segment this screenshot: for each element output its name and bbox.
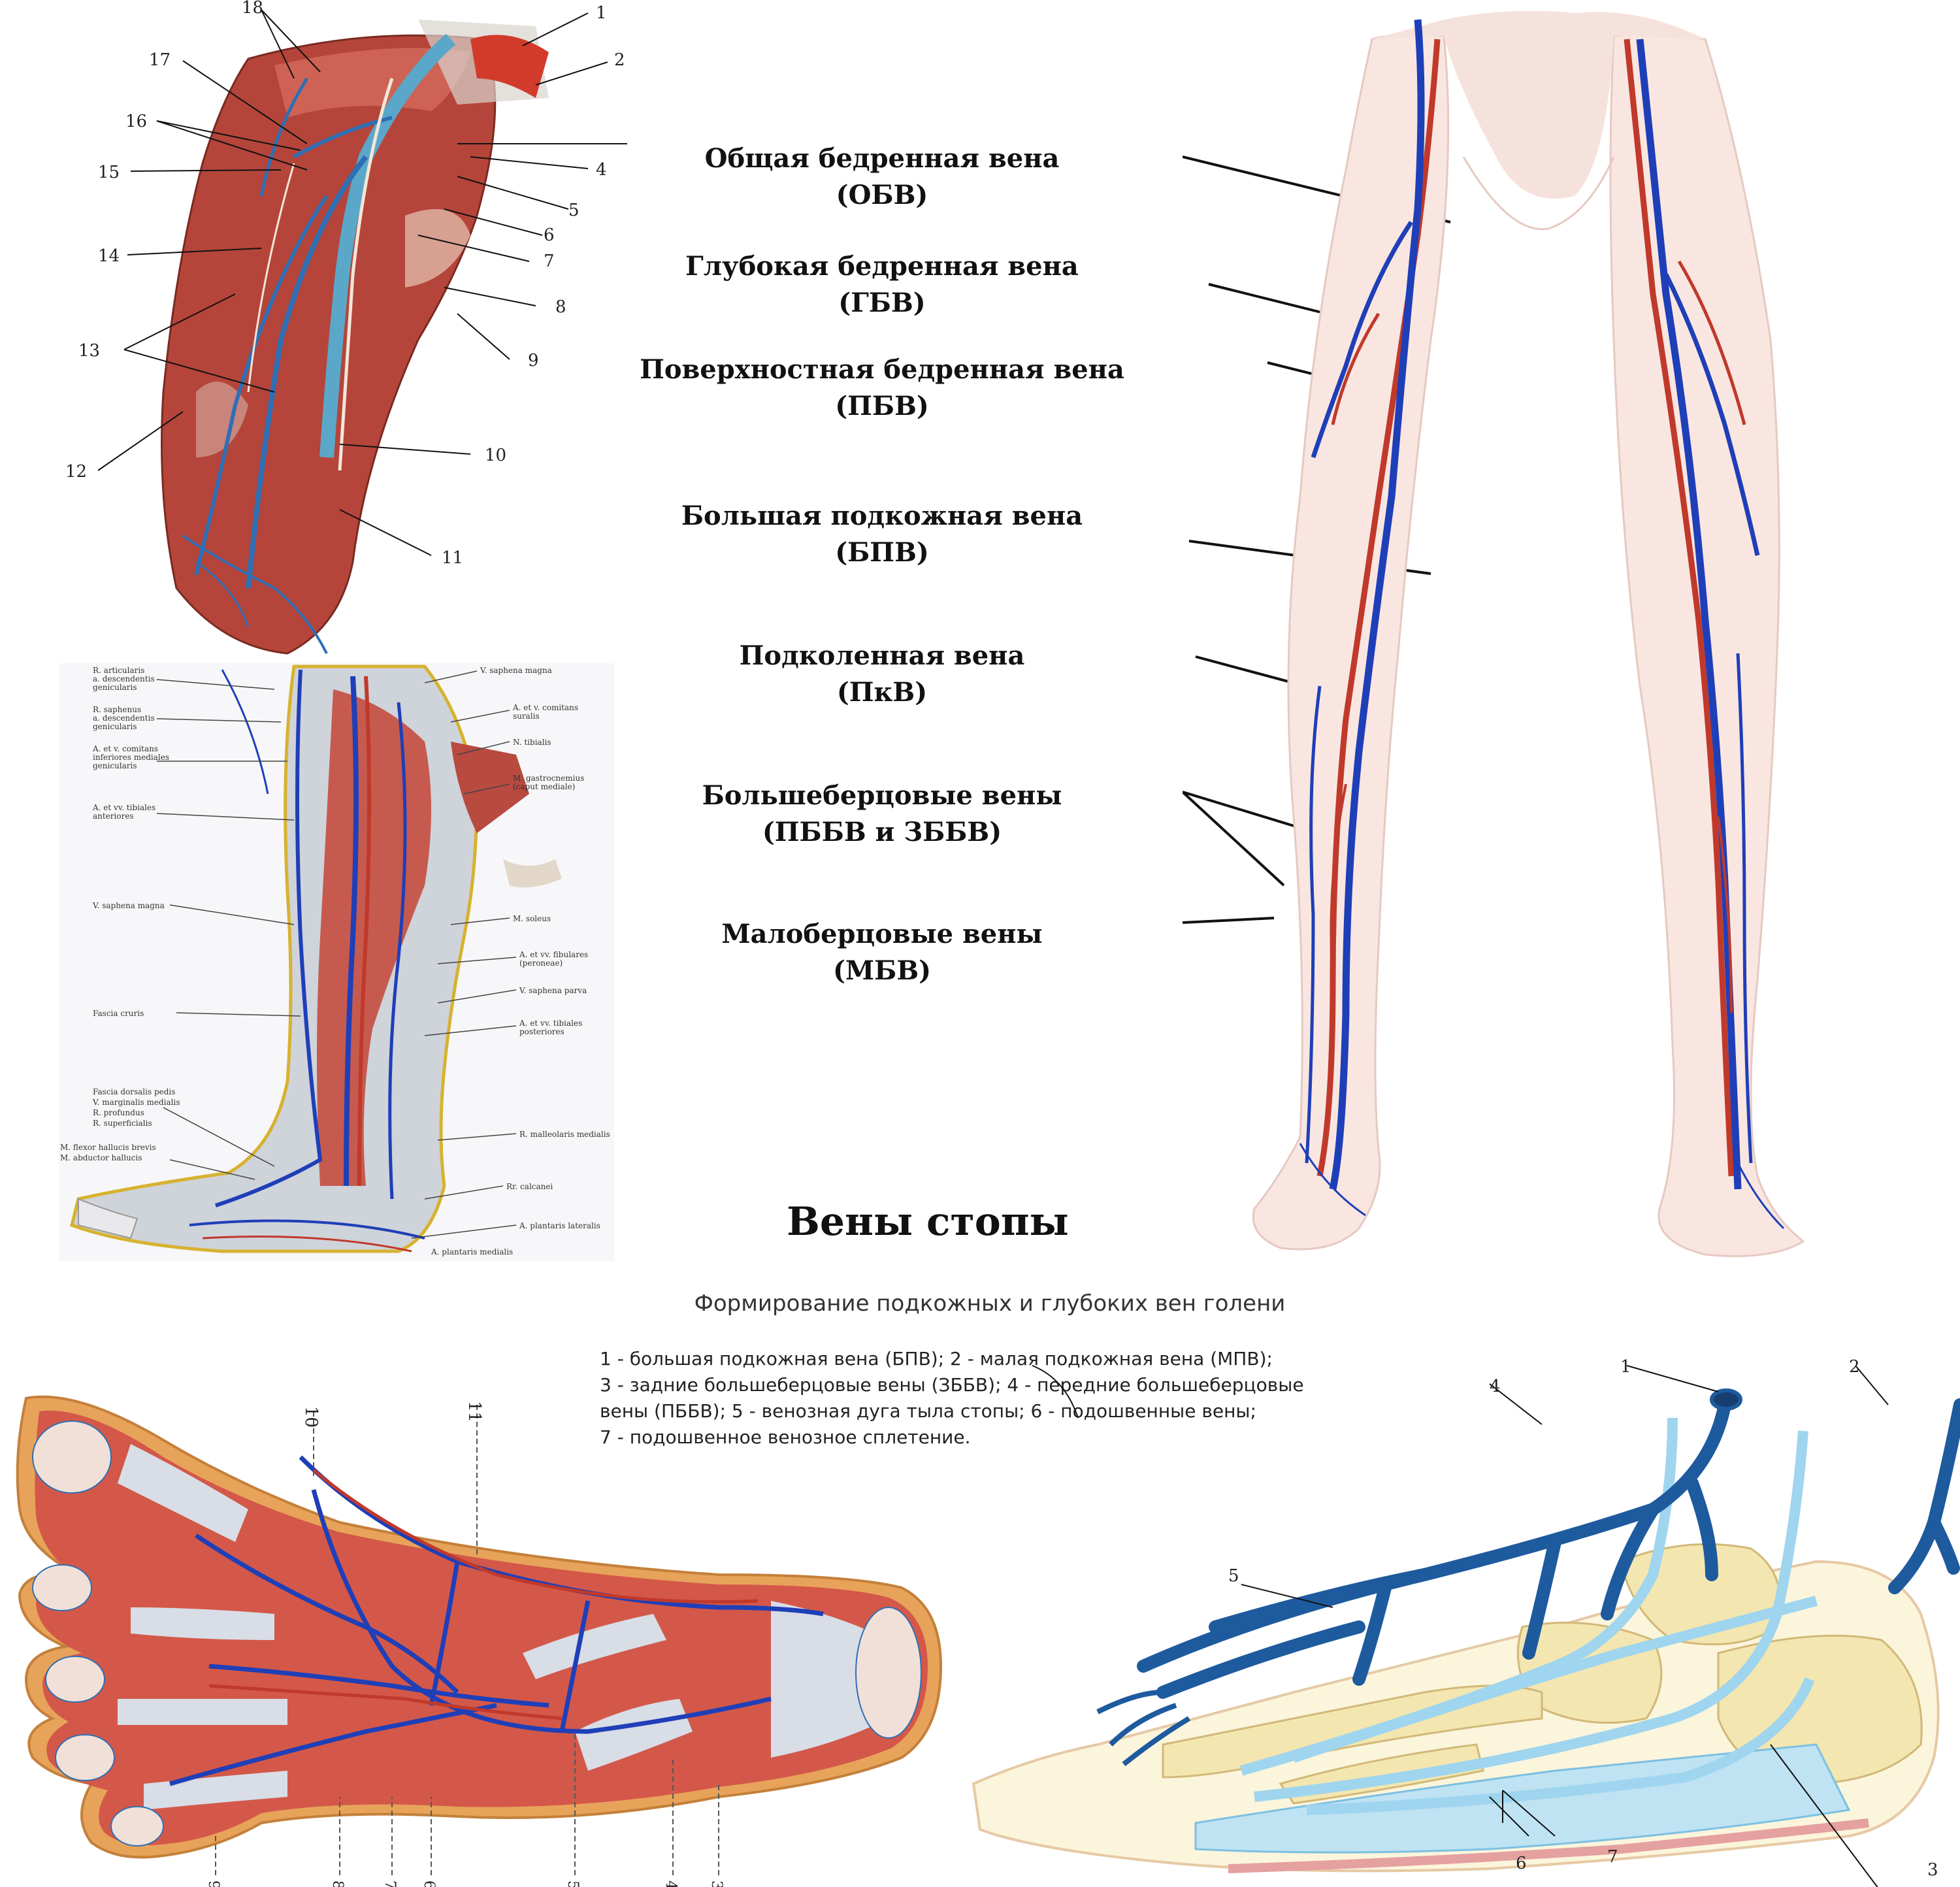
label-tibial-veins: Большеберцовые вены(ПББВ и ЗББВ) [702,780,1062,847]
superficial-veins-light [1239,1417,1818,1815]
svg-text:A. et v. comitans: A. et v. comitans [92,744,158,753]
svg-text:N. tibialis: N. tibialis [513,738,551,747]
thigh-num-2: 2 [614,50,625,70]
legend-line: вены (ПББВ); 5 - венозная дуга тыла стоп… [600,1400,1256,1422]
label-peroneal-veins: Малоберцовые вены(МБВ) [721,919,1043,986]
thigh-anatomy-figure: 1 2 3 4 5 6 7 8 9 10 11 12 13 14 15 16 1… [65,0,627,655]
svg-text:M. flexor hallucis brevis: M. flexor hallucis brevis [60,1143,156,1152]
thigh-num-10: 10 [485,446,506,465]
foot-schematic-numbers: 1 2 3 4 5 6 7 [1228,1357,1938,1880]
thigh-num-8: 8 [555,297,566,317]
thigh-num-4: 4 [596,160,607,180]
leg-labels-right: V. saphena magna A. et v. comitans sural… [431,666,610,1256]
lower-leg-anatomy-figure: R. articularis a. descendentis genicular… [59,663,614,1261]
foot-sole-numbers: 10 11 9 8 7 6 5 4 3 [205,1401,725,1887]
svg-text:6: 6 [421,1880,437,1887]
svg-text:3: 3 [708,1880,725,1887]
svg-text:Fascia cruris: Fascia cruris [93,1009,144,1018]
svg-text:5: 5 [564,1880,581,1887]
thigh-num-17: 17 [149,50,171,70]
label-great-saphenous-vein: Большая подкожная вена(БПВ) [681,500,1083,568]
numbered-legend: 1 - большая подкожная вена (БПВ); 2 - ма… [600,1346,1358,1451]
thigh-num-15: 15 [98,163,120,182]
svg-text:1: 1 [1620,1357,1631,1377]
svg-text:9: 9 [205,1880,221,1887]
svg-text:Rr. calcanei: Rr. calcanei [506,1182,553,1191]
svg-text:4: 4 [1490,1377,1501,1396]
svg-text:genicularis: genicularis [93,722,137,731]
svg-text:R. articularis: R. articularis [93,666,144,675]
right-artery [1624,39,1735,1177]
svg-text:3: 3 [1927,1860,1938,1880]
legend-line: 1 - большая подкожная вена (БПВ); 2 - ма… [600,1348,1273,1370]
svg-text:(caput mediale): (caput mediale) [513,782,575,791]
svg-text:A. et vv. tibiales: A. et vv. tibiales [519,1019,582,1028]
svg-text:R. superficialis: R. superficialis [93,1119,152,1128]
svg-text:inferiores mediales: inferiores mediales [93,753,169,762]
thigh-num-14: 14 [98,246,120,266]
svg-text:2: 2 [1849,1357,1860,1377]
thigh-num-11: 11 [442,548,463,568]
thigh-num-5: 5 [568,201,580,220]
label-popliteal-vein: Подколенная вена(ПкВ) [739,640,1025,708]
thigh-num-12: 12 [65,462,87,482]
thigh-num-18: 18 [242,0,263,18]
thigh-num-13: 13 [78,341,100,361]
thigh-num-16: 16 [125,112,147,131]
svg-text:A. plantaris medialis: A. plantaris medialis [431,1247,513,1256]
thigh-num-7: 7 [544,252,555,271]
svg-text:6: 6 [1516,1854,1527,1873]
svg-text:V. saphena parva: V. saphena parva [519,986,587,995]
legs-veins-figure [1183,10,1805,1257]
svg-text:4: 4 [662,1880,679,1887]
svg-text:M. abductor hallucis: M. abductor hallucis [60,1153,142,1162]
dorsal-veins-dark [1137,1398,1960,1699]
foot-sole-anatomy-figure: 10 11 9 8 7 6 5 4 3 [16,1395,943,1887]
svg-text:V. marginalis medialis: V. marginalis medialis [92,1098,180,1107]
svg-text:suralis: suralis [513,712,540,721]
svg-text:A. et v. comitans: A. et v. comitans [512,703,578,712]
svg-text:11: 11 [465,1401,484,1422]
thigh-num-1: 1 [596,3,607,23]
leg-labels-left: R. articularis a. descendentis genicular… [60,666,180,1162]
label-common-femoral-vein: Общая бедренная вена(ОБВ) [704,143,1060,210]
svg-text:genicularis: genicularis [93,683,137,692]
svg-text:R. profundus: R. profundus [93,1108,144,1117]
svg-text:anteriores: anteriores [93,812,134,821]
thigh-num-9: 9 [528,351,539,370]
svg-text:a. descendentis: a. descendentis [93,714,155,723]
svg-text:7: 7 [1607,1847,1618,1867]
svg-text:7: 7 [382,1880,398,1887]
svg-text:(peroneae): (peroneae) [519,959,563,968]
svg-text:genicularis: genicularis [93,761,137,770]
svg-text:5: 5 [1228,1566,1239,1586]
svg-text:M. soleus: M. soleus [513,914,551,923]
svg-text:posteriores: posteriores [519,1027,564,1036]
svg-text:10: 10 [301,1406,321,1428]
svg-text:V. saphena magna: V. saphena magna [480,666,552,675]
legend-line: 3 - задние большеберцовые вены (ЗББВ); 4… [600,1374,1304,1396]
svg-text:a. descendentis: a. descendentis [93,674,155,683]
formation-title: Формирование подкожных и глубоких вен го… [694,1290,1286,1317]
svg-text:Fascia dorsalis pedis: Fascia dorsalis pedis [93,1087,175,1096]
svg-text:8: 8 [329,1880,346,1887]
svg-text:M. gastrocnemius: M. gastrocnemius [513,774,584,783]
svg-text:R. malleolaris medialis: R. malleolaris medialis [519,1130,610,1139]
foot-veins-title: Вены стопы [787,1199,1069,1245]
left-deep-vein [1329,19,1425,1190]
svg-text:R. saphenus: R. saphenus [93,705,141,714]
legend-line: 7 - подошвенное венозное сплетение. [600,1426,971,1448]
label-deep-femoral-vein: Глубокая бедренная вена(ГБВ) [685,251,1079,318]
svg-text:V. saphena magna: V. saphena magna [92,901,165,910]
foot-vein-schematic-figure: 1 2 3 4 5 6 7 [972,1357,1960,1887]
right-deep-vein [1636,39,1742,1190]
svg-text:A. plantaris lateralis: A. plantaris lateralis [519,1221,600,1230]
label-superficial-femoral-vein: Поверхностная бедренная вена(ПБВ) [640,354,1124,421]
femoral-vein [319,33,456,458]
svg-text:A. et vv. tibiales: A. et vv. tibiales [92,803,155,812]
thigh-num-6: 6 [544,225,555,245]
svg-text:A. et vv. fibulares: A. et vv. fibulares [519,950,588,959]
femoral-artery-top [470,35,549,99]
